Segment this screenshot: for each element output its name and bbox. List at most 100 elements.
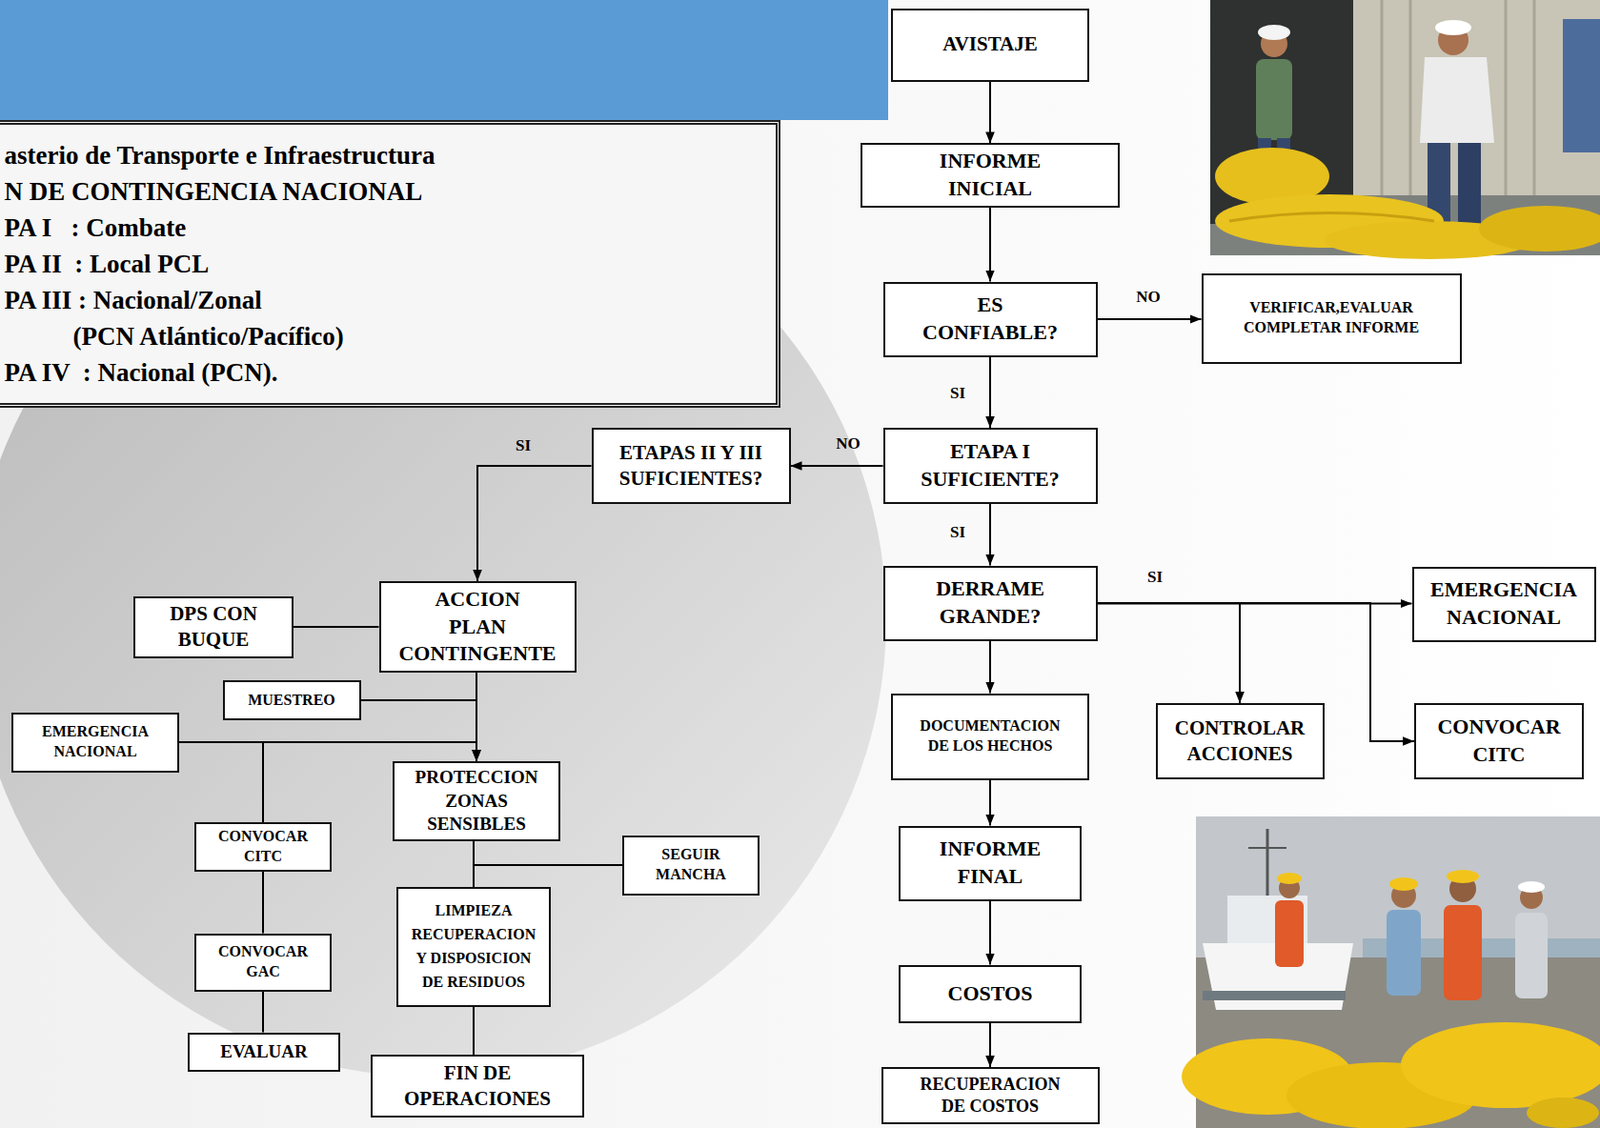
photo-boom-deployment-part (1276, 872, 1302, 885)
photo-boom-deployment-part (1515, 912, 1548, 999)
connector (179, 742, 264, 823)
node-text: ACCION PLAN CONTINGENTE (393, 586, 562, 669)
edge-label: SI (1145, 567, 1165, 588)
photo-boom-deployment-part (1446, 870, 1479, 884)
process-box: AVISTAJE (891, 8, 1090, 82)
legend-line: (PCN Atlántico/Pacífico) (73, 318, 345, 355)
photo-boom-deployment-part (1248, 847, 1287, 850)
process-box: SEGUIR MANCHA (622, 835, 760, 896)
node-text: CONVOCAR CITC (1432, 713, 1566, 769)
legend-line: PA III : Nacional/Zonal (4, 282, 263, 319)
process-box: ACCION PLAN CONTINGENTE (379, 581, 577, 673)
node-text: INFORME FINAL (932, 835, 1048, 891)
connector (262, 992, 264, 1033)
connector (790, 465, 884, 467)
connector (989, 504, 992, 567)
legend-line: PA II : Local PCL (4, 245, 210, 283)
connector (989, 357, 992, 429)
photo-boom-deployment-part (1386, 910, 1421, 996)
decision-box: ES CONFIABLE? (883, 282, 1098, 358)
process-box: CONVOCAR CITC (194, 822, 332, 872)
process-box: CONTROLAR ACCIONES (1155, 703, 1325, 780)
node-text: ES CONFIABLE? (915, 291, 1065, 346)
decision-box: DERRAME GRANDE? (883, 566, 1098, 642)
node-text: CONVOCAR CITC (212, 827, 314, 868)
process-box: DPS CON BUQUE (133, 596, 294, 659)
photo-boom-deployment-part (1202, 991, 1346, 1001)
photo-boom-unloading-part (1435, 20, 1472, 36)
stage-legend-box: asterio de Transporte e InfraestructuraN… (0, 120, 781, 408)
node-text: CONTROLAR ACCIONES (1169, 715, 1311, 769)
node-text: VERIFICAR,EVALUAR COMPLETAR INFORME (1240, 298, 1422, 339)
photo-boom-unloading-part (1562, 19, 1600, 153)
photo-boom-unloading-part (1257, 24, 1291, 41)
header-band (0, 0, 889, 121)
legend-line: PA IV : Nacional (PCN). (4, 354, 279, 391)
connector (1097, 318, 1202, 321)
process-box: DOCUMENTACION DE LOS HECHOS (891, 693, 1090, 781)
process-box: EVALUAR (187, 1032, 341, 1073)
decision-box: ETAPAS II Y III SUFICIENTES? (591, 427, 791, 505)
node-text: ETAPAS II Y III SUFICIENTES? (612, 440, 770, 493)
process-box: CONVOCAR GAC (194, 933, 332, 993)
connector (989, 81, 992, 144)
connector (989, 901, 992, 966)
node-text: CONVOCAR GAC (212, 942, 314, 983)
node-text: EVALUAR (220, 1040, 308, 1065)
photo-boom-deployment-part (1266, 829, 1270, 901)
process-box: EMERGENCIA NACIONAL (1412, 567, 1597, 643)
photo-boom-unloading-part (1533, 0, 1537, 196)
connector (989, 207, 992, 283)
connector (473, 865, 623, 888)
connector (989, 780, 992, 827)
edge-label: SI (948, 523, 968, 543)
photo-boom-unloading-part (1255, 59, 1293, 141)
decision-box: ETAPA I SUFICIENTE? (883, 427, 1098, 505)
edge-label: NO (833, 434, 863, 454)
edge-label: NO (1134, 287, 1163, 307)
node-text: EMERGENCIA NACIONAL (37, 722, 154, 763)
process-box: INFORME INICIAL (860, 142, 1120, 207)
node-text: MUESTREO (247, 690, 336, 711)
photo-boom-deployment-part (1526, 1097, 1600, 1128)
node-text: DERRAME GRANDE? (929, 575, 1052, 630)
photo-boom-deployment-part (1400, 1022, 1600, 1109)
node-text: ETAPA I SUFICIENTE? (913, 438, 1067, 493)
photo-boom-unloading-part (1504, 0, 1508, 196)
edge-label: SI (948, 384, 968, 404)
node-text: EMERGENCIA NACIONAL (1425, 576, 1582, 631)
connector (477, 465, 592, 582)
edge-label: SI (513, 436, 533, 456)
process-box: INFORME FINAL (898, 826, 1082, 902)
legend-line: PA I : Combate (4, 209, 187, 246)
node-text: DOCUMENTACION DE LOS HECHOS (917, 716, 1063, 757)
node-text: SEGUIR MANCHA (649, 845, 732, 886)
process-box: VERIFICAR,EVALUAR COMPLETAR INFORME (1201, 273, 1462, 365)
photo-boom-deployment-part (1518, 881, 1545, 893)
process-box: PROTECCION ZONAS SENSIBLES (392, 761, 561, 842)
photo-boom-deployment (1181, 816, 1600, 1128)
legend-line: N DE CONTINGENCIA NACIONAL (4, 173, 424, 210)
node-text: COSTOS (948, 980, 1033, 1009)
node-text: RECUPERACION DE COSTOS (914, 1073, 1066, 1119)
process-box: LIMPIEZA RECUPERACION Y DISPOSICION DE R… (396, 887, 551, 1008)
process-box: COSTOS (898, 965, 1082, 1024)
node-text: INFORME INICIAL (932, 147, 1048, 203)
photo-boom-deployment-part (1443, 905, 1482, 1001)
process-box: CONVOCAR CITC (1414, 703, 1584, 780)
photo-boom-unloading-part (1419, 57, 1495, 143)
node-text: AVISTAJE (942, 31, 1038, 58)
connector (472, 1007, 475, 1055)
photo-boom-unloading-part (1229, 213, 1435, 223)
process-box: MUESTREO (222, 680, 362, 721)
connector (293, 626, 380, 628)
connector (1097, 603, 1241, 704)
photo-boom-deployment-part (1275, 900, 1304, 968)
process-box: RECUPERACION DE COSTOS (881, 1067, 1100, 1125)
terminal-box: FIN DE OPERACIONES (370, 1054, 585, 1118)
node-text: FIN DE OPERACIONES (390, 1060, 565, 1114)
photo-boom-unloading (1210, 0, 1600, 260)
node-text: PROTECCION ZONAS SENSIBLES (409, 766, 544, 837)
